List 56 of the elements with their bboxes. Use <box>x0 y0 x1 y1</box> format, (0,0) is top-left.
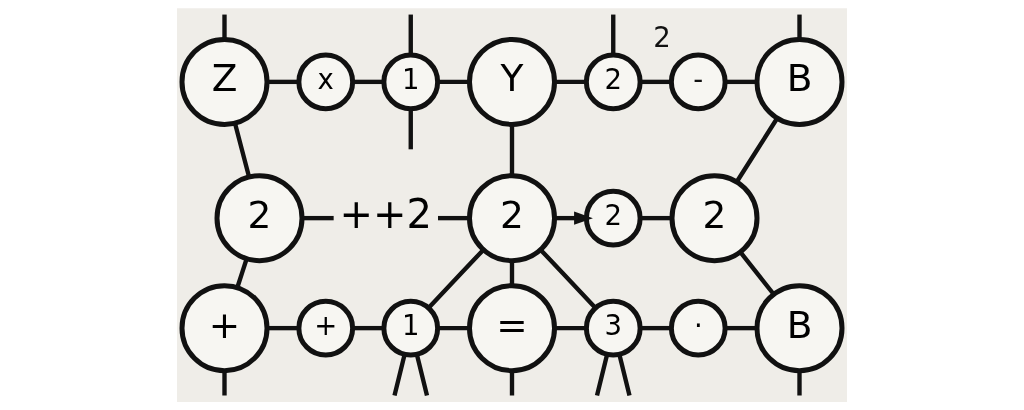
connector <box>725 325 757 331</box>
connector <box>352 79 384 85</box>
connector <box>392 353 407 397</box>
connector <box>509 260 515 286</box>
node-circle: - <box>668 52 728 112</box>
connector <box>302 215 334 221</box>
node-circle: 1 <box>381 52 441 112</box>
connector <box>437 79 469 85</box>
connector <box>408 14 413 55</box>
connector <box>509 370 515 396</box>
connector <box>554 325 587 331</box>
connector <box>594 353 610 397</box>
connector <box>232 122 252 178</box>
node-circle: x <box>296 52 356 112</box>
connector <box>267 325 299 331</box>
node-circle: 3 <box>583 298 643 358</box>
node-circle: 2 <box>467 173 557 264</box>
node-circle: Z <box>179 36 270 127</box>
connector <box>267 79 299 85</box>
node-circle: + <box>296 298 356 358</box>
connector <box>640 215 672 221</box>
node-circle: 1 <box>381 298 441 358</box>
connector <box>640 79 671 85</box>
connector <box>408 108 413 150</box>
connector <box>414 353 430 397</box>
connector <box>797 14 802 40</box>
node-circle: 2 <box>214 173 305 264</box>
connector <box>735 117 779 183</box>
connector <box>222 14 227 40</box>
connector <box>611 14 616 55</box>
connector <box>797 370 802 396</box>
connector <box>437 325 469 331</box>
connector <box>235 258 249 289</box>
node-circle: 2 <box>583 188 643 248</box>
node-text: ++2 <box>339 191 432 238</box>
connector <box>617 353 632 397</box>
node-circle: · <box>668 298 728 358</box>
connector <box>509 124 515 176</box>
connector <box>738 250 776 296</box>
node-circle: B <box>754 36 845 127</box>
connector <box>539 248 597 310</box>
node-circle: 2 <box>583 52 643 112</box>
connector <box>352 325 384 331</box>
node-circle: 2 <box>669 173 760 264</box>
node-label: 2 <box>653 21 671 53</box>
connector <box>222 370 227 396</box>
node-circle: + <box>179 283 270 374</box>
connector <box>438 215 470 221</box>
connector <box>725 79 757 85</box>
node-circle: Y <box>467 36 557 127</box>
node-circle: = <box>467 283 557 374</box>
node-circle: B <box>754 283 845 374</box>
connector <box>427 248 485 310</box>
connector <box>554 79 587 85</box>
arrow <box>554 211 593 225</box>
connector <box>640 325 671 331</box>
